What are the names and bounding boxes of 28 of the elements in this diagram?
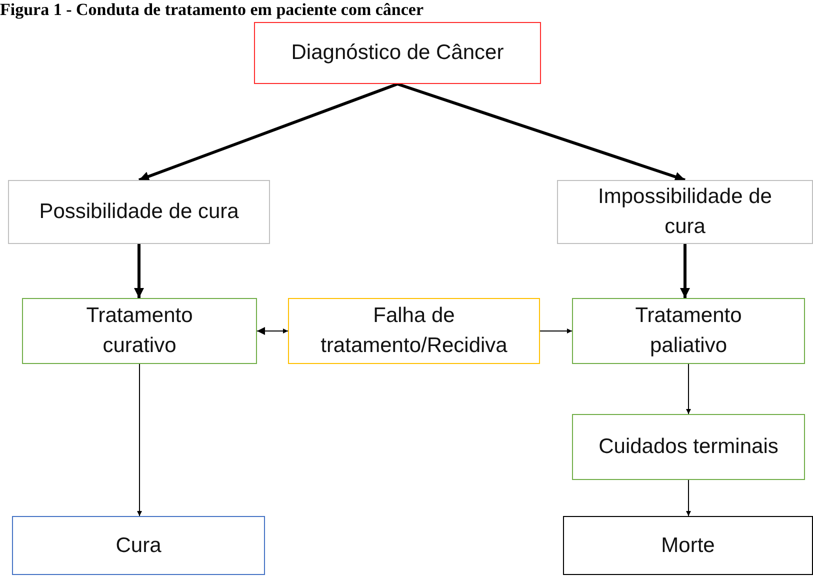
arrow bbox=[256, 327, 288, 335]
arrow bbox=[137, 364, 142, 516]
figure-title: Figura 1 - Conduta de tratamento em paciente com câncer bbox=[0, 0, 424, 20]
process-box bbox=[22, 298, 257, 364]
box-label: Possibilidade de cura bbox=[39, 199, 239, 225]
process-box bbox=[563, 516, 813, 575]
box-label: Impossibilidade de cura bbox=[597, 184, 773, 240]
arrow bbox=[680, 244, 690, 298]
box-label: Diagnóstico de Câncer bbox=[291, 40, 504, 66]
process-box bbox=[572, 414, 805, 480]
process-box bbox=[288, 298, 540, 364]
arrow bbox=[134, 244, 144, 298]
process-box bbox=[557, 180, 813, 244]
box-label: Cura bbox=[116, 532, 162, 558]
process-box bbox=[8, 180, 270, 244]
arrow bbox=[686, 480, 691, 516]
arrow bbox=[397, 82, 686, 182]
box-label: Falha de tratamento/Recidiva bbox=[320, 303, 508, 359]
process-box bbox=[572, 298, 805, 364]
arrow bbox=[540, 328, 572, 334]
box-label: Morte bbox=[661, 532, 715, 558]
arrow bbox=[686, 364, 691, 414]
box-label: Tratamento paliativo bbox=[634, 303, 743, 359]
process-box bbox=[254, 22, 541, 84]
box-label: Cuidados terminais bbox=[598, 434, 778, 460]
arrow bbox=[138, 82, 398, 182]
box-label: Tratamento curativo bbox=[85, 303, 194, 359]
process-box bbox=[12, 516, 265, 575]
